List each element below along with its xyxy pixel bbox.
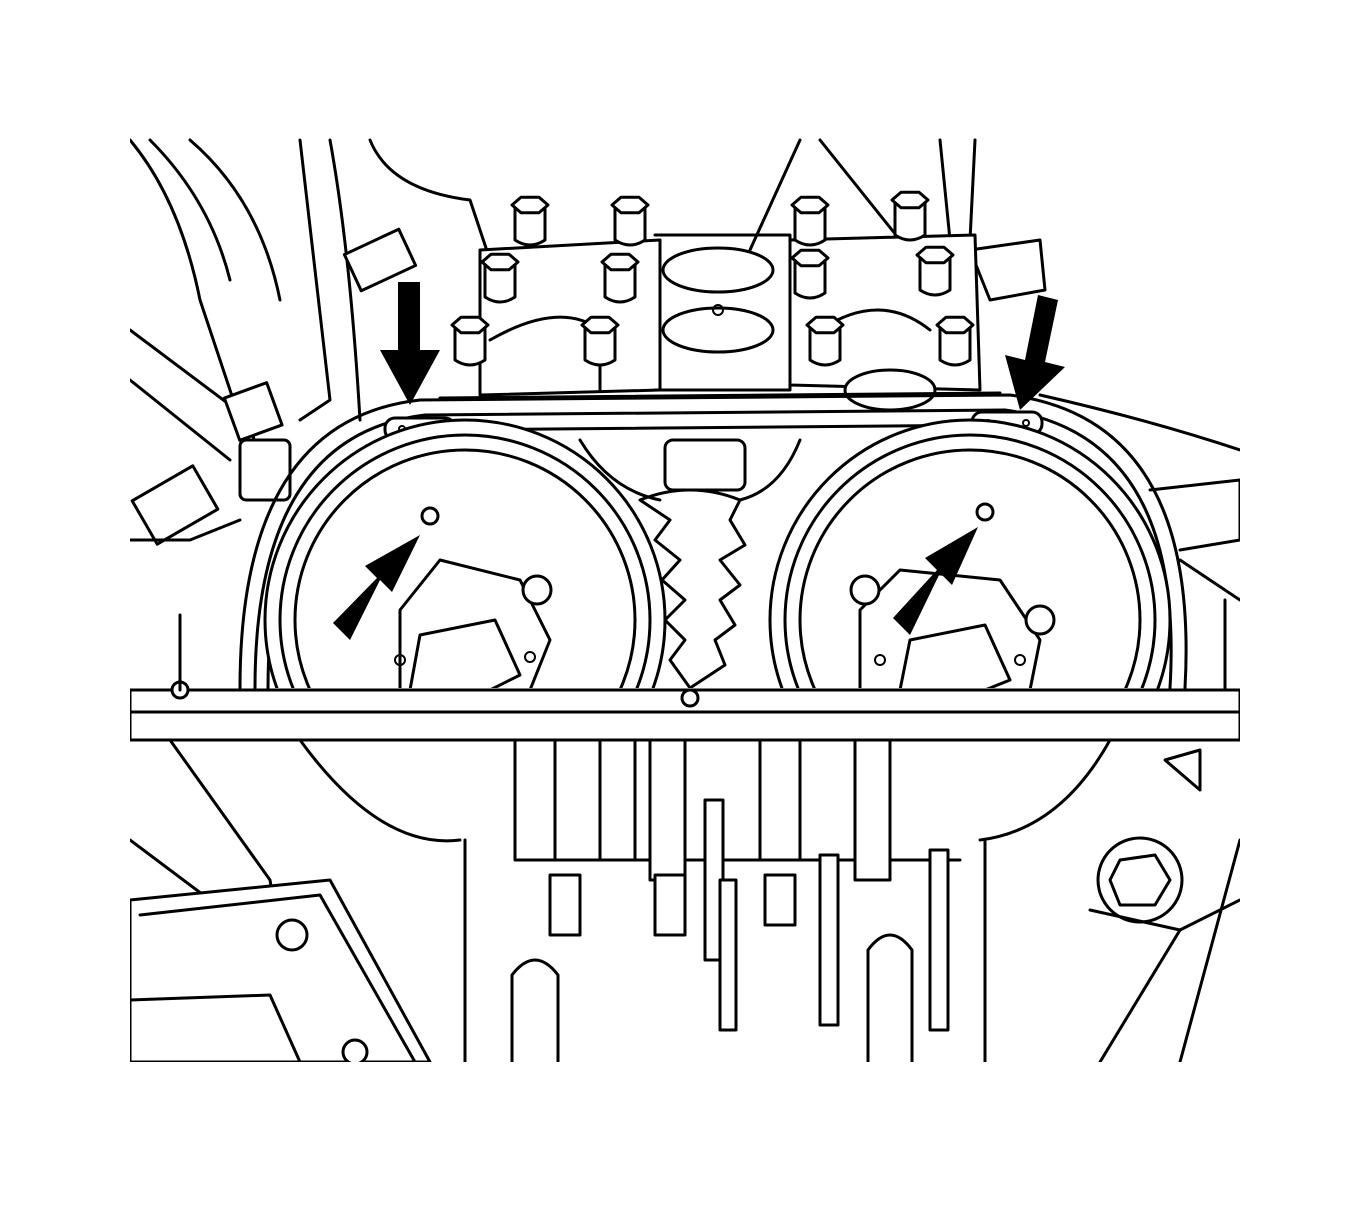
cam-cap-bolt	[610, 195, 650, 247]
engine-block-lower	[130, 738, 1240, 1062]
cam-cap-bolt	[805, 315, 845, 367]
idler-teeth	[578, 438, 802, 688]
cam-cap-bolt	[915, 245, 955, 297]
cam-cap-bolt	[580, 315, 620, 367]
upper-right-components	[748, 138, 1240, 602]
right-sprocket-timing-hole	[975, 502, 995, 522]
cam-cap-bolt	[935, 315, 975, 367]
lower-timing-cover-rail	[130, 598, 1240, 742]
cam-cap-bolts	[450, 190, 975, 367]
upper-left-components	[130, 138, 492, 546]
arrow-down-icon	[380, 282, 440, 405]
cam-cap-bolt	[790, 248, 830, 300]
arrow-up-right-icon	[893, 527, 978, 635]
right-camshaft-sprocket	[768, 418, 1172, 688]
cam-cap-bolt	[450, 315, 490, 367]
callout-arrows	[333, 282, 1065, 640]
cam-cap-bolt	[600, 252, 640, 304]
cam-cap-bolt	[790, 195, 830, 247]
cam-cap-bolt	[890, 190, 930, 242]
cam-cap-bolt	[510, 195, 550, 247]
camshaft-caps	[478, 233, 982, 412]
arrow-up-right-icon	[333, 535, 420, 640]
left-camshaft-sprocket	[263, 418, 667, 688]
left-sprocket-timing-hole	[420, 506, 440, 526]
cam-cap-bolt	[480, 252, 520, 304]
arrow-down-icon	[1005, 295, 1065, 410]
